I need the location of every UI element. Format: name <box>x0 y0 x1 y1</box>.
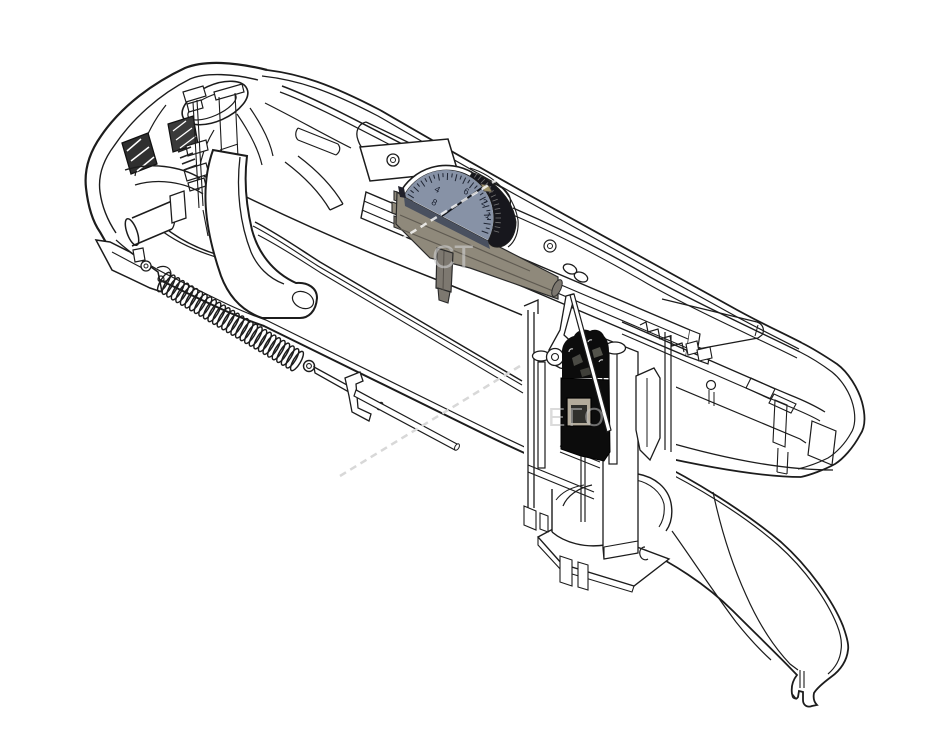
svg-text:ЕГО: ЕГО <box>548 402 607 432</box>
svg-text:СТ: СТ <box>432 239 474 275</box>
